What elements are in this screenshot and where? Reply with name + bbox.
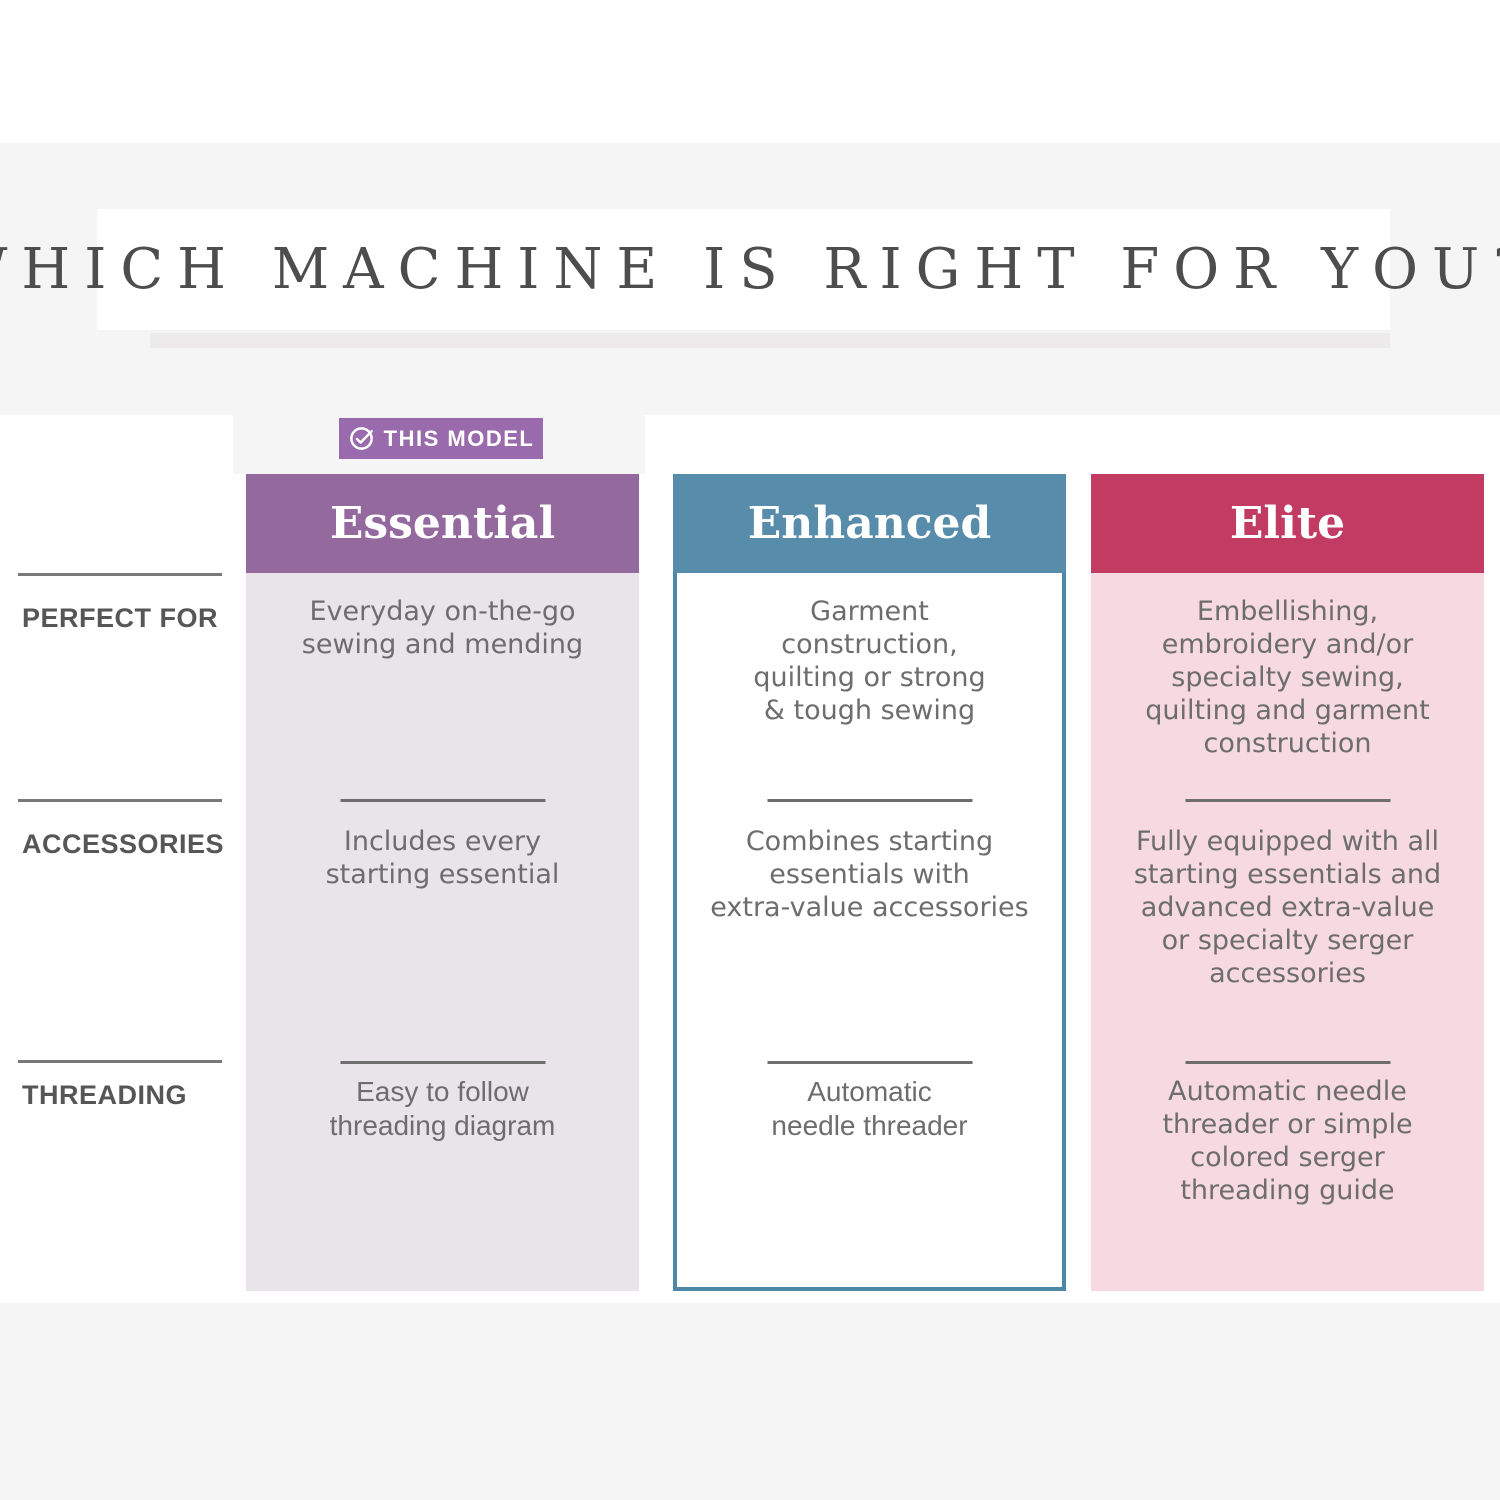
cell-divider xyxy=(767,1061,972,1064)
column-essential: Essential Everyday on-the-go sewing and … xyxy=(246,474,639,1291)
title-shadow-strip xyxy=(150,333,1390,348)
column-header-elite: Elite xyxy=(1091,474,1484,573)
cell-elite-perfect-for: Embellishing, embroidery and/or specialt… xyxy=(1145,596,1430,759)
row-label-accessories: ACCESSORIES xyxy=(22,829,225,859)
cell-essential-threading: Easy to follow threading diagram xyxy=(329,1076,556,1141)
page-title: WHICH MACHINE IS RIGHT FOR YOU? xyxy=(0,237,1500,302)
column-enhanced: Enhanced Garment construction, quilting … xyxy=(673,474,1066,1291)
title-banner: WHICH MACHINE IS RIGHT FOR YOU? xyxy=(0,209,1500,330)
column-body-enhanced xyxy=(673,573,1066,1291)
cell-elite-threading: Automatic needle threader or simple colo… xyxy=(1162,1076,1413,1206)
cell-enhanced-perfect-for: Garment construction, quilting or strong… xyxy=(753,596,986,726)
cell-enhanced-accessories: Combines starting essentials with extra-… xyxy=(710,826,1029,923)
this-model-label: THIS MODEL xyxy=(383,425,535,451)
cell-divider xyxy=(767,799,972,802)
row-label-perfect-for: PERFECT FOR xyxy=(22,603,219,633)
cell-divider xyxy=(1185,1061,1390,1064)
column-body-essential xyxy=(246,573,639,1291)
row-label-threading: THREADING xyxy=(22,1080,187,1110)
row-divider xyxy=(18,1060,222,1063)
cell-essential-perfect-for: Everyday on-the-go sewing and mending xyxy=(301,596,584,660)
cell-essential-accessories: Includes every starting essential xyxy=(325,826,560,890)
column-header-enhanced: Enhanced xyxy=(673,474,1066,573)
this-model-badge: THIS MODEL xyxy=(339,418,543,459)
column-elite: Elite Embellishing, embroidery and/or sp… xyxy=(1091,474,1484,1291)
background-band-bottom xyxy=(0,1303,1500,1500)
check-circle-icon xyxy=(349,427,373,450)
row-divider xyxy=(18,573,222,576)
column-body-elite xyxy=(1091,573,1484,1291)
cell-enhanced-threading: Automatic needle threader xyxy=(771,1076,968,1141)
cell-divider xyxy=(1185,799,1390,802)
cell-divider xyxy=(340,1061,545,1064)
row-divider xyxy=(18,799,222,802)
cell-divider xyxy=(340,799,545,802)
column-header-essential: Essential xyxy=(246,474,639,573)
cell-elite-accessories: Fully equipped with all starting essenti… xyxy=(1133,826,1442,989)
